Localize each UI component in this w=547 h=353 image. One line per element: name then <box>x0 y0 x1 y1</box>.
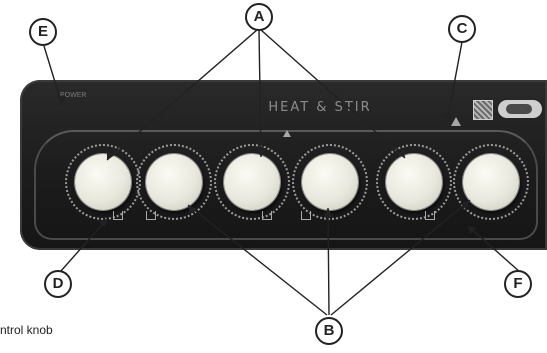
stir-symbol-icon <box>301 211 311 220</box>
knob-scale-ring <box>214 144 290 220</box>
heat-control-knob-2[interactable] <box>224 154 280 210</box>
qr-code-icon <box>473 100 493 120</box>
power-label: POWER <box>60 92 87 99</box>
brand-logo <box>498 100 542 118</box>
control-panel: POWER HEAT & STIR <box>20 80 547 250</box>
stir-control-knob-3[interactable] <box>463 154 519 210</box>
figure-caption: ntrol knob <box>0 323 53 337</box>
warning-triangle-icon <box>451 117 461 126</box>
knob-scale-ring <box>136 144 212 220</box>
callout-c: C <box>448 15 476 43</box>
heat-control-knob-3[interactable] <box>386 154 442 210</box>
stir-symbol-icon <box>146 211 156 220</box>
heat-symbol-icon <box>262 211 272 220</box>
callout-f: F <box>504 270 532 298</box>
stir-control-knob-1[interactable] <box>146 154 202 210</box>
knob-scale-ring <box>376 144 452 220</box>
stir-control-knob-2[interactable] <box>302 154 358 210</box>
callout-d: D <box>44 270 72 298</box>
knob-scale-ring <box>292 144 368 220</box>
callout-b: B <box>315 317 343 345</box>
callout-e: E <box>29 18 57 46</box>
heat-control-knob-1[interactable] <box>75 154 131 210</box>
heat-symbol-icon <box>425 211 435 220</box>
knob-scale-ring <box>453 144 529 220</box>
callout-a: A <box>245 3 273 31</box>
warning-triangle-icon <box>283 130 291 137</box>
heat-symbol-icon <box>113 211 123 220</box>
